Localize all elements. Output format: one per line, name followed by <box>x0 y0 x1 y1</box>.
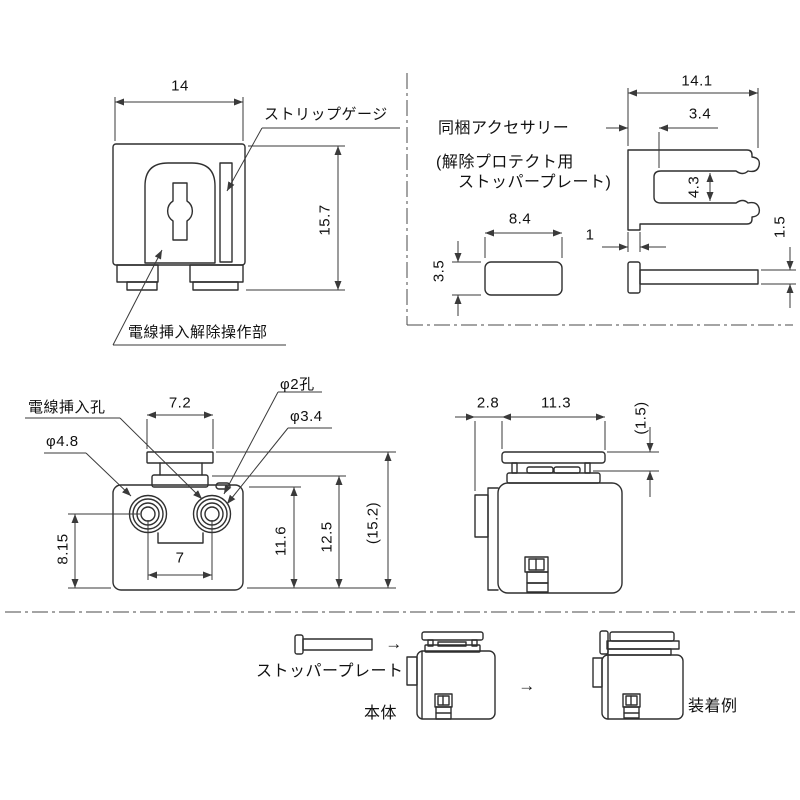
label-stopper-plate: ストッパープレート <box>256 663 404 680</box>
side-latch <box>524 556 549 593</box>
dim-plate-top-height: 3.5 <box>430 259 448 283</box>
label-main-body: 本体 <box>364 705 398 722</box>
accessory-drawing <box>452 88 796 316</box>
side-top-plate <box>501 451 606 464</box>
side-left-strip <box>487 487 499 591</box>
assembly-attached-example <box>592 630 684 720</box>
label-release-part: 電線挿入解除操作部 <box>128 324 268 341</box>
side-left-tab <box>474 494 489 538</box>
label-phi2-hole: φ2孔 <box>280 376 315 393</box>
assembly-arrow-2: → <box>518 676 536 695</box>
front-view-drawing <box>112 97 400 346</box>
lever-tab <box>146 451 214 464</box>
front-body-outline <box>112 143 246 266</box>
dim-front-width: 14 <box>171 77 189 95</box>
assembly-stopper-bar <box>302 638 373 651</box>
dim-collar-height: 12.5 <box>318 521 336 553</box>
dim-acc-plate-thickness: 1.5 <box>771 215 789 239</box>
side-collar-bump-left <box>526 466 554 474</box>
section-divider-lines <box>5 73 795 613</box>
side-stem-left <box>511 462 518 474</box>
stopper-plate-top-view <box>484 261 563 296</box>
lever-collar <box>151 474 209 488</box>
dim-side-plate-width: 11.3 <box>540 394 572 412</box>
dim-side-plate-thickness: (1.5) <box>632 401 650 435</box>
release-lever-outline <box>144 162 216 264</box>
strip-gauge-slot <box>219 162 233 263</box>
stopper-plate-side-head <box>627 261 641 294</box>
dim-acc-width: 14.1 <box>681 72 713 90</box>
side-collar <box>506 472 601 484</box>
assembly-stopper-head <box>294 634 304 655</box>
dim-acc-bar-width: 1 <box>585 226 595 244</box>
label-phi48: φ4.8 <box>46 433 79 450</box>
stopper-plate-side-bar <box>639 269 759 285</box>
dim-plate-top-width: 8.4 <box>508 210 532 228</box>
hole-view-body <box>112 484 244 591</box>
dim-acc-slot-height: 4.3 <box>685 175 703 199</box>
dim-lever-width: 7.2 <box>168 394 192 412</box>
front-foot-left <box>116 264 159 283</box>
label-attach-example: 装着例 <box>688 698 738 715</box>
label-wire-hole: 電線挿入孔 <box>28 399 106 416</box>
dim-body-height: 11.6 <box>272 525 290 557</box>
dim-total-height: (15.2) <box>364 501 382 545</box>
keyhole-slot <box>167 182 193 241</box>
dim-hole-pitch: 7 <box>175 549 185 567</box>
front-pin-left <box>126 281 158 291</box>
assembly-drawing <box>294 630 684 720</box>
dim-acc-offset: 3.4 <box>688 105 712 123</box>
front-pin-right <box>192 281 239 291</box>
assembly-main-body <box>406 631 496 720</box>
side-stem-right <box>584 462 591 474</box>
side-view-drawing <box>455 413 659 594</box>
side-collar-bump-right <box>553 466 581 474</box>
stopper-plate-front-outline <box>627 149 761 231</box>
front-foot-right <box>189 264 244 283</box>
label-accessory-sub1: (解除プロテクト用 <box>436 154 574 171</box>
hole-view-drawing <box>25 391 396 591</box>
side-body <box>497 482 623 594</box>
dim-front-height: 15.7 <box>316 204 334 236</box>
lever-stem <box>159 462 203 476</box>
assembly-arrow-1: → <box>385 634 403 653</box>
dim-side-offset: 2.8 <box>476 394 500 412</box>
label-accessory-sub2: ストッパープレート) <box>458 174 612 191</box>
dim-center-height: 8.15 <box>54 533 72 565</box>
label-strip-gauge: ストリップゲージ <box>264 106 388 123</box>
label-phi34: φ3.4 <box>290 408 323 425</box>
label-accessory-title: 同梱アクセサリー <box>438 120 570 137</box>
between-holes-tab <box>157 532 204 544</box>
